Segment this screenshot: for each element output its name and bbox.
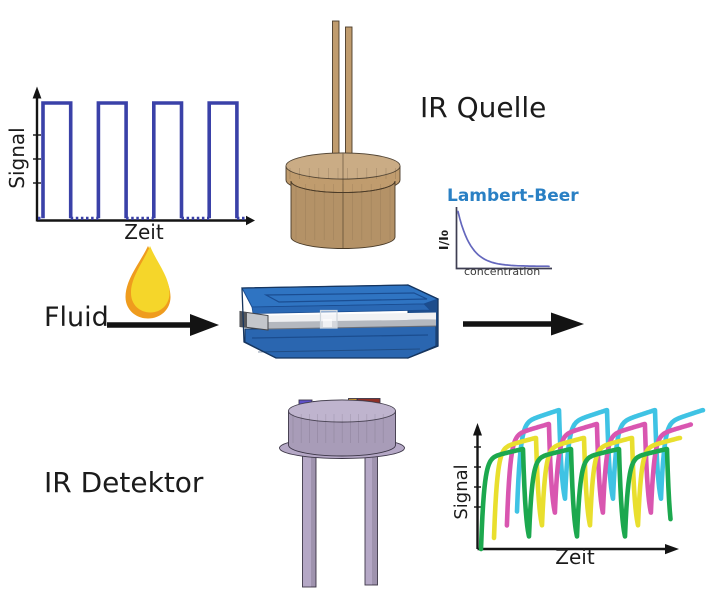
detector-cap-top	[288, 399, 396, 423]
detector-signal-chart	[473, 407, 706, 555]
detector-cap-side	[288, 411, 396, 457]
cell-front-line2	[257, 348, 421, 353]
cell-top-face	[241, 284, 440, 308]
modulation-chart	[32, 86, 255, 226]
cell-front-face	[244, 325, 437, 359]
cell-window-inner	[323, 319, 332, 327]
fluid-arrow-head	[190, 314, 219, 336]
ir-detector-label: IR Detektor	[44, 466, 204, 499]
source-rod-right	[345, 26, 353, 174]
droplet-icon	[125, 246, 171, 319]
detector-leg-right-shade	[372, 446, 377, 585]
fluid-label: Fluid	[44, 302, 109, 333]
ir-detector-illustration	[279, 398, 405, 588]
output-arrow	[463, 312, 584, 336]
lambert-beer-xlabel: concentration	[464, 265, 541, 278]
modulation-xlabel: Zeit	[124, 220, 164, 244]
lambert-ylabel-main: I/I	[436, 236, 452, 251]
droplet-yellow-layer	[131, 246, 170, 313]
cell-upper-strip	[251, 303, 431, 314]
cell-outline	[241, 284, 439, 359]
cell-front-line	[251, 334, 429, 339]
flow-cell-illustration	[239, 284, 440, 359]
fluid-arrow	[107, 314, 219, 336]
lambert-beer-title: Lambert-Beer	[447, 186, 579, 206]
cell-channel-edge	[267, 325, 437, 330]
detector-xlabel: Zeit	[555, 545, 595, 569]
source-rod-left	[332, 20, 340, 174]
lambert-ylabel-sub: 0	[441, 229, 452, 237]
ir-source-label: IR Quelle	[420, 91, 547, 124]
detector-cap-top-highlight	[288, 400, 396, 422]
detector-leg-left-shade	[311, 446, 316, 587]
ir-source-illustration	[285, 20, 401, 249]
lambert-beer-chart	[455, 207, 552, 270]
cell-top-recess	[263, 292, 428, 303]
detector-ylabel: Signal	[451, 464, 473, 520]
output-arrow-head	[551, 312, 584, 336]
detector-cap-shade	[288, 411, 396, 457]
cell-channel-top	[268, 312, 436, 322]
modulation-ylabel: Signal	[5, 127, 29, 189]
